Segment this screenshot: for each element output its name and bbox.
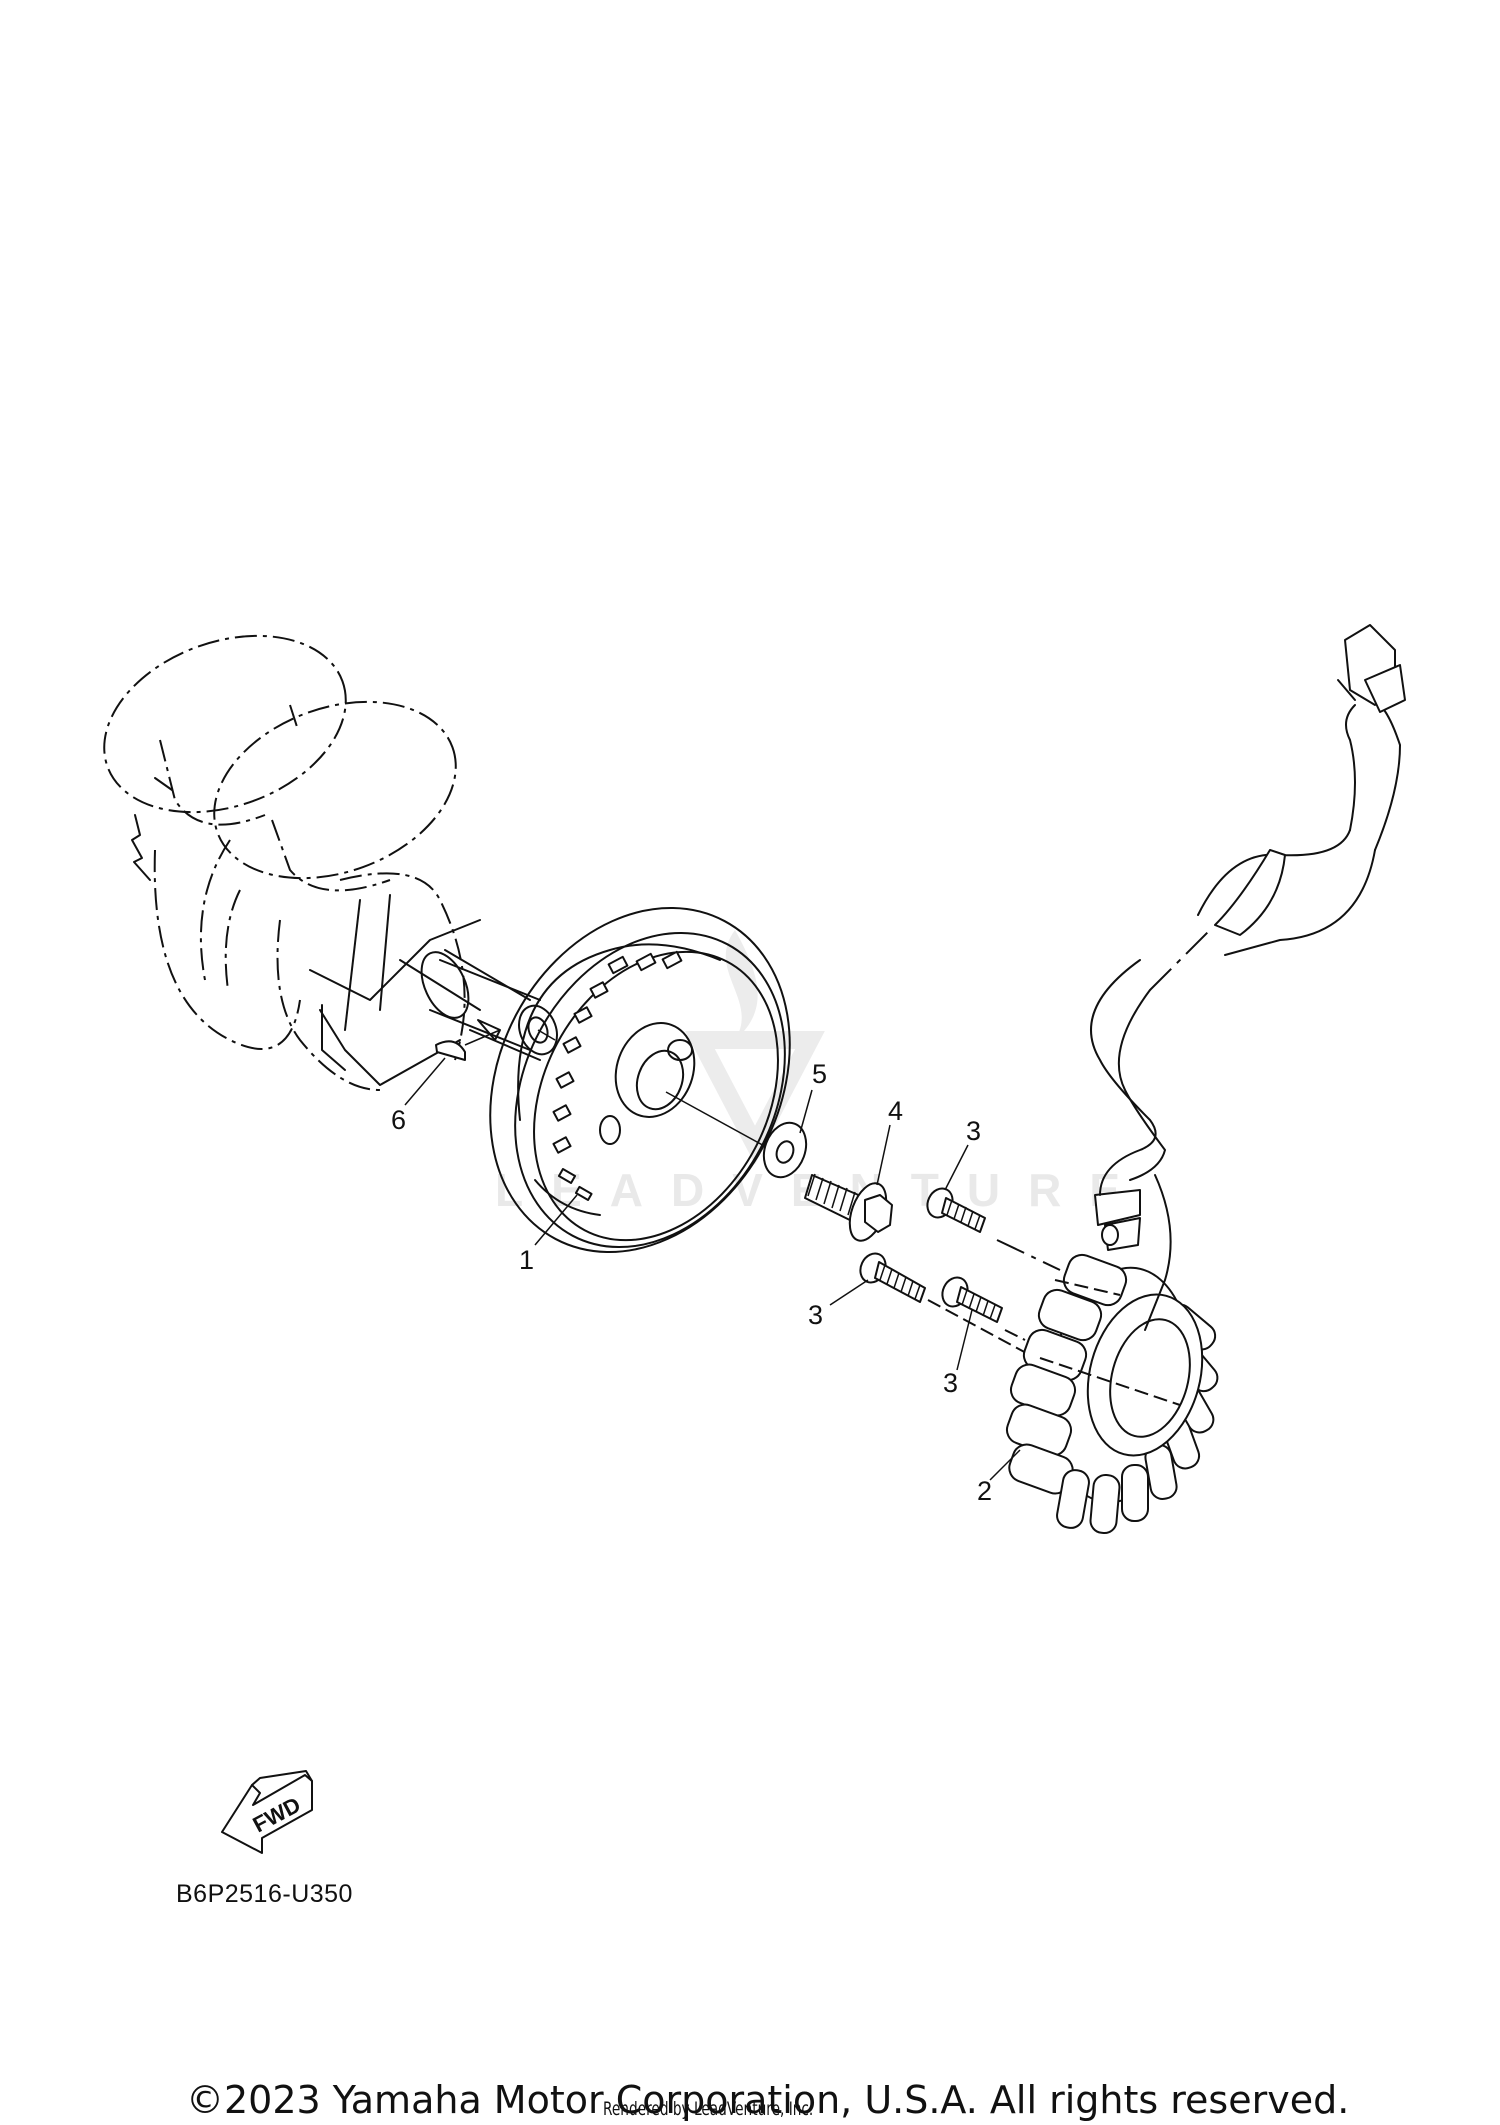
callout-5: 5 xyxy=(812,1059,828,1089)
woodruff-key-part xyxy=(404,1029,501,1106)
washer-part xyxy=(762,1089,813,1179)
watermark-logo-icon xyxy=(685,930,825,1165)
wire-harness-part xyxy=(1090,624,1406,1196)
callout-6: 6 xyxy=(391,1105,407,1135)
diagram-code: B6P2516-U350 xyxy=(176,1880,353,1908)
copyright-notice: ©2023 Yamaha Motor Corporation, U.S.A. A… xyxy=(186,2078,1350,2122)
flange-bolt-part xyxy=(804,1124,893,1242)
bolt-lower-right-part xyxy=(941,1276,1026,1371)
stator-assembly-part xyxy=(989,1174,1219,1535)
rendered-by-notice: Rendered by LeadVenture, Inc. xyxy=(603,2098,814,2120)
bolt-lower-left-part xyxy=(829,1252,1031,1356)
rotor-flywheel-part xyxy=(489,907,791,1253)
callout-2: 2 xyxy=(977,1476,993,1506)
fwd-arrow-icon: FWD xyxy=(221,1770,313,1854)
callout-4: 4 xyxy=(888,1096,904,1126)
crankshaft-assembly xyxy=(103,634,558,1091)
callout-1: 1 xyxy=(519,1245,535,1275)
callout-3-upper: 3 xyxy=(966,1116,982,1146)
callout-3-lower-left: 3 xyxy=(808,1300,824,1330)
bolt-upper-part xyxy=(926,1144,1061,1271)
callout-3-lower-right: 3 xyxy=(943,1368,959,1398)
